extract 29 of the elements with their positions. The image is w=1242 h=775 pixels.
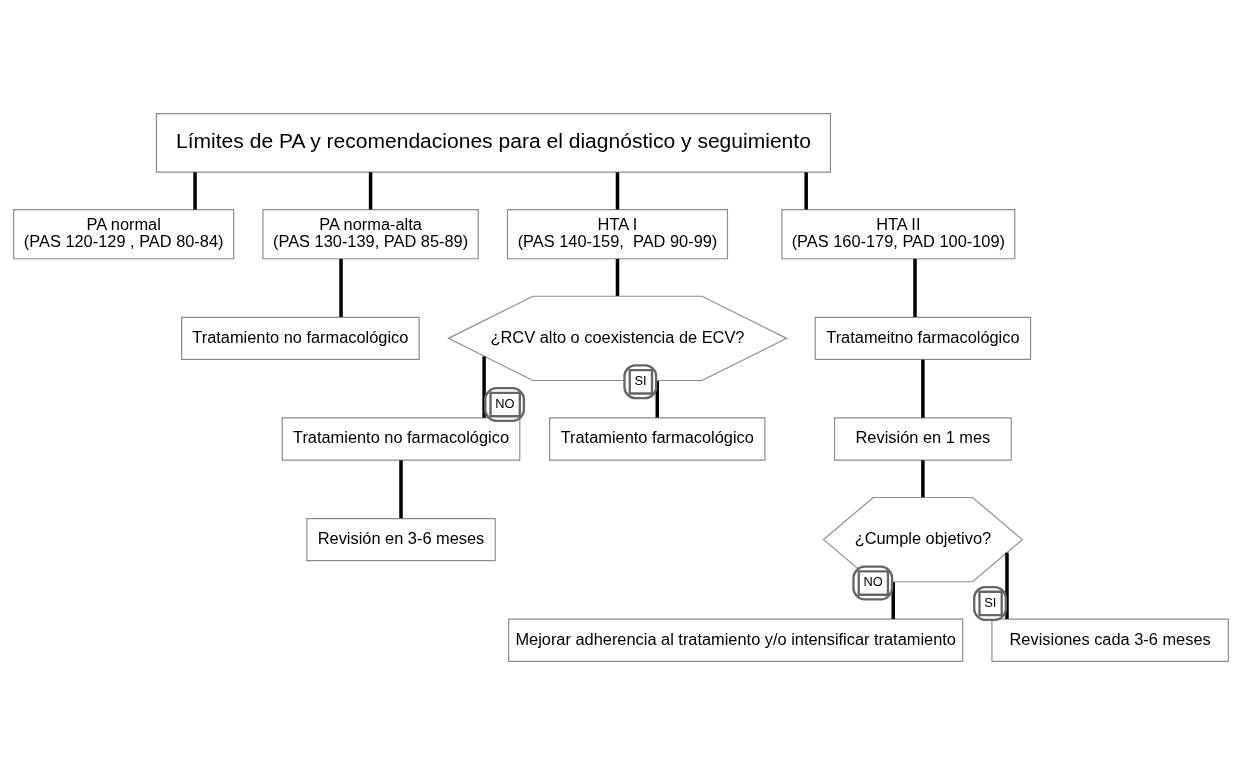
connector bbox=[615, 172, 620, 210]
edge-label: NO bbox=[495, 395, 515, 411]
connector bbox=[1005, 552, 1009, 619]
node-box: Revisión en 1 mes bbox=[833, 417, 1012, 461]
node-box: Tratamiento farmacológico bbox=[549, 417, 766, 461]
node-box: Revisiones cada 3-6 meses bbox=[991, 618, 1229, 662]
node-box: PA norma-alta (PAS 130-139, PAD 85-89) bbox=[262, 209, 479, 260]
node-box: Tratamiento no farmacológico bbox=[281, 417, 521, 461]
connector bbox=[891, 582, 895, 619]
node-box: Tratameitno farmacológico bbox=[814, 316, 1032, 360]
connector bbox=[921, 359, 925, 418]
connector bbox=[482, 356, 486, 418]
node-box: Límites de PA y recomendaciones para el diagnóstico y seguimiento bbox=[155, 113, 832, 173]
connector bbox=[339, 258, 343, 317]
node-box: Mejorar adherencia al tratamiento y/o intensificar tratamiento bbox=[508, 618, 964, 662]
node-box: Tratamiento no farmacológico bbox=[181, 316, 420, 360]
connector bbox=[193, 172, 197, 210]
node-box: Revisión en 3-6 meses bbox=[306, 517, 496, 562]
connector bbox=[804, 172, 808, 210]
connector bbox=[921, 460, 925, 498]
node-box: HTA II (PAS 160-179, PAD 100-109) bbox=[781, 209, 1016, 260]
node-box: HTA I (PAS 140-159, PAD 90-99) bbox=[506, 209, 729, 260]
edge-label: SI bbox=[984, 594, 997, 610]
connector bbox=[913, 258, 917, 317]
connector bbox=[399, 460, 403, 519]
connector bbox=[615, 258, 620, 296]
connector bbox=[655, 381, 660, 418]
connector bbox=[368, 172, 373, 210]
node-box: PA normal (PAS 120-129 , PAD 80-84) bbox=[13, 209, 235, 260]
